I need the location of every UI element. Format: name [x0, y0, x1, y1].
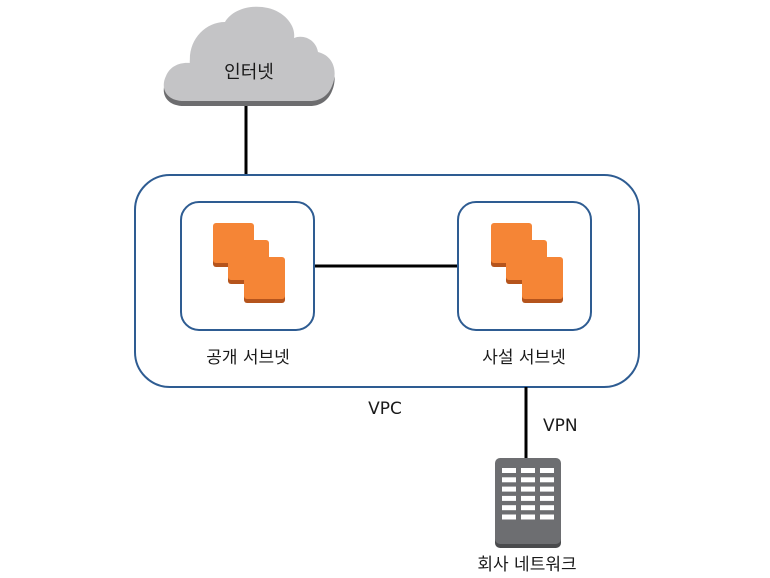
building-window [502, 486, 516, 492]
vpc-boundary [134, 174, 640, 388]
building-window [502, 468, 516, 473]
building-window [540, 468, 554, 473]
building-window [502, 505, 516, 511]
building-window [540, 477, 554, 483]
public-subnet-instances-icon [213, 223, 285, 303]
building-window [521, 514, 535, 520]
public-subnet-label: 공개 서브넷 [206, 348, 290, 368]
building-window [502, 477, 516, 483]
internet-label: 인터넷 [224, 62, 274, 83]
corporate-network-label: 회사 네트워크 [477, 555, 577, 575]
building-icon [495, 458, 561, 548]
building-window [540, 505, 554, 511]
private-subnet-instances-icon [491, 223, 563, 303]
building-window [521, 505, 535, 511]
vpc-label: VPC [368, 399, 402, 419]
building-window [502, 514, 516, 520]
building-window [502, 495, 516, 501]
building-window [521, 486, 535, 492]
building-window [540, 486, 554, 492]
building-window [521, 495, 535, 501]
private-subnet-label: 사설 서브넷 [482, 348, 566, 368]
cloud-icon [163, 6, 335, 107]
vpn-label: VPN [543, 416, 578, 436]
building-window [540, 514, 554, 520]
building-window [521, 468, 535, 473]
building-window [540, 495, 554, 501]
building-window [521, 477, 535, 483]
